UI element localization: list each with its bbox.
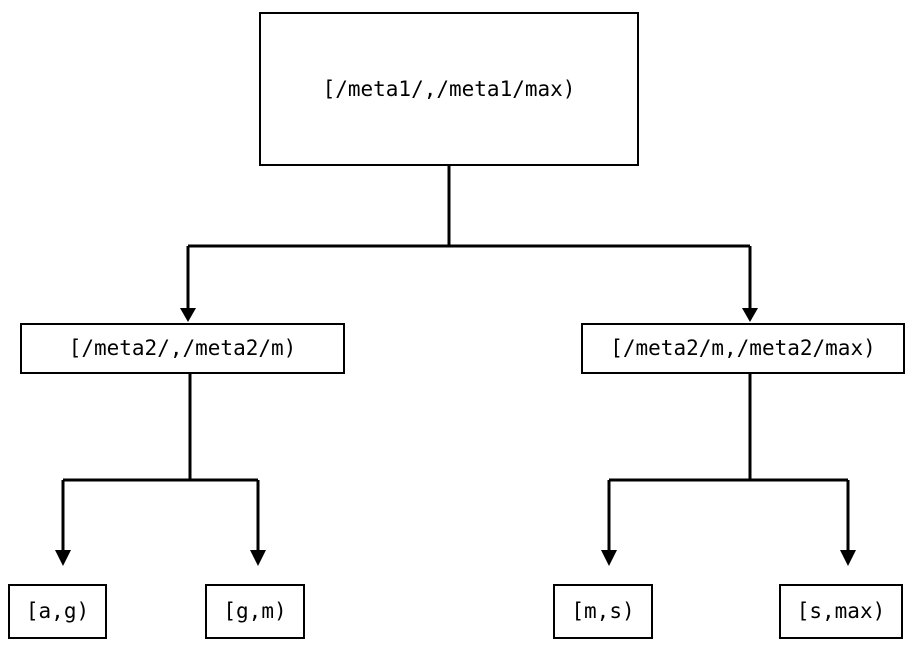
tree-node-leaf-ms-label: [m,s) (571, 599, 635, 623)
tree-node-leaf-smax[interactable]: [s,max) (779, 584, 903, 639)
tree-node-root[interactable]: [/meta1/,/meta1/max) (259, 12, 639, 166)
tree-node-leaf-gm[interactable]: [g,m) (205, 584, 305, 639)
tree-node-leaf-ag-label: [a,g) (25, 599, 90, 623)
arrowhead-icon-root-left (180, 308, 196, 322)
arrowhead-icon-leaf-smax (840, 550, 856, 566)
edge-root-mid-right (742, 246, 758, 322)
arrowhead-icon-leaf-gm (250, 550, 266, 566)
edge-mid-right-group (601, 374, 856, 566)
tree-node-leaf-ms[interactable]: [m,s) (553, 584, 653, 639)
tree-node-leaf-ag[interactable]: [a,g) (8, 584, 107, 639)
tree-node-mid-right[interactable]: [/meta2/m,/meta2/max) (581, 323, 905, 374)
arrowhead-icon-leaf-ag (55, 550, 71, 566)
arrowhead-icon-root-right (742, 308, 758, 322)
tree-node-root-label: [/meta1/,/meta1/max) (322, 76, 576, 101)
tree-node-leaf-smax-label: [s,max) (796, 599, 886, 623)
edge-root-mid-left (180, 166, 750, 322)
edge-mid-left-group (55, 374, 266, 566)
tree-node-mid-left-label: [/meta2/,/meta2/m) (68, 336, 297, 360)
tree-node-mid-right-label: [/meta2/m,/meta2/max) (610, 336, 876, 360)
tree-node-leaf-gm-label: [g,m) (223, 599, 287, 623)
arrowhead-icon-leaf-ms (601, 550, 617, 566)
tree-node-mid-left[interactable]: [/meta2/,/meta2/m) (20, 323, 345, 374)
